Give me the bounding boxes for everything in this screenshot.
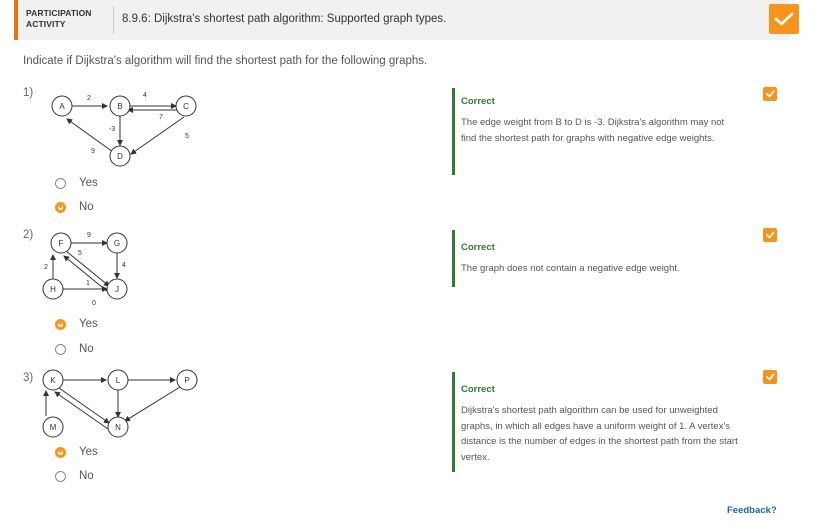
answer-option-label: Yes <box>79 446 98 458</box>
question-3-feedback: Correct Dijkstra's shortest path algorit… <box>452 372 740 472</box>
question-2-graph: F G H J 9 5 4 2 1 0 <box>42 232 128 307</box>
answer-option-no[interactable]: No <box>55 343 94 355</box>
chevron-right-icon <box>763 370 777 384</box>
graph-node: G <box>114 239 120 248</box>
graph-node: K <box>50 376 56 385</box>
radio-button[interactable] <box>55 177 66 189</box>
activity-type-line1: PARTICIPATION <box>26 8 92 18</box>
graph-node: L <box>116 376 121 385</box>
answer-option-yes[interactable]: Yes <box>55 177 98 189</box>
answer-option-yes[interactable]: Yes <box>55 318 98 330</box>
radio-button[interactable] <box>55 343 66 355</box>
edge-p-n <box>124 386 181 422</box>
graph-node: A <box>59 102 65 111</box>
header-divider <box>113 6 114 34</box>
edge-weight: 7 <box>159 114 163 121</box>
edge-weight: 5 <box>78 250 82 257</box>
checkmark-icon <box>769 4 799 34</box>
edge-weight: 4 <box>143 92 147 99</box>
edge-j-f <box>63 255 109 293</box>
feedback-text: The edge weight from B to D is -3. Dijks… <box>461 117 725 144</box>
answer-option-label: No <box>79 201 94 213</box>
graph-node: M <box>50 423 57 432</box>
edge-weight: 4 <box>122 262 126 269</box>
chevron-right-icon <box>763 87 777 101</box>
edge-weight: 5 <box>185 133 189 140</box>
edge-weight: 0 <box>92 300 96 307</box>
question-1-feedback: Correct The edge weight from B to D is -… <box>452 88 740 175</box>
edge-weight: 1 <box>86 280 90 287</box>
chevron-right-icon <box>763 228 777 242</box>
feedback-text: The graph does not contain a negative ed… <box>461 263 680 274</box>
edge-weight: 9 <box>87 232 91 239</box>
answer-option-no[interactable]: No <box>55 470 94 482</box>
answer-option-label: Yes <box>79 318 98 330</box>
graph-node: J <box>115 285 119 294</box>
edge-k-n <box>58 387 110 424</box>
question-number: 1) <box>23 87 34 99</box>
radio-button-selected[interactable] <box>55 446 66 458</box>
answer-option-yes[interactable]: Yes <box>55 446 98 458</box>
edge-weight: -3 <box>109 126 115 133</box>
feedback-label: Correct <box>461 96 495 107</box>
edge-n-k <box>54 391 109 430</box>
graph-node: C <box>183 102 189 111</box>
question-1-graph: A B C D 2 4 7 -3 9 5 <box>51 92 197 167</box>
answer-option-label: Yes <box>79 177 98 189</box>
feedback-label: Correct <box>461 242 495 253</box>
graph-node: P <box>184 376 189 385</box>
edge-weight: 2 <box>87 95 91 102</box>
feedback-label: Correct <box>461 384 495 395</box>
edge-c-d <box>130 116 185 155</box>
activity-title: 8.9.6: Dijkstra's shortest path algorith… <box>122 13 447 25</box>
answer-option-label: No <box>79 470 94 482</box>
graph-node: D <box>117 152 123 161</box>
answer-option-no[interactable]: No <box>55 201 94 213</box>
edge-weight: 2 <box>44 264 48 271</box>
activity-type-label: PARTICIPATION ACTIVITY <box>26 8 92 30</box>
graph-node: B <box>117 102 122 111</box>
radio-button-selected[interactable] <box>55 201 66 213</box>
radio-button[interactable] <box>55 470 66 482</box>
activity-type-line2: ACTIVITY <box>26 19 66 29</box>
graph-node: H <box>50 285 56 294</box>
edge-weight: 9 <box>91 148 95 155</box>
feedback-link[interactable]: Feedback? <box>727 505 777 516</box>
edge-d-a <box>66 118 114 153</box>
edge-f-j <box>65 250 110 287</box>
feedback-text: Dijkstra's shortest path algorithm can b… <box>461 405 738 463</box>
activity-header: PARTICIPATION ACTIVITY 8.9.6: Dijkstra's… <box>14 0 799 40</box>
answer-option-label: No <box>79 343 94 355</box>
question-3-graph: K L P M N <box>42 369 198 438</box>
question-number: 2) <box>23 229 34 241</box>
question-number: 3) <box>23 372 34 384</box>
graph-node: N <box>115 423 121 432</box>
question-2-feedback: Correct The graph does not contain a neg… <box>452 230 740 287</box>
radio-button-selected[interactable] <box>55 318 66 330</box>
graph-node: F <box>59 239 64 248</box>
instructions: Indicate if Dijkstra's algorithm will fi… <box>23 55 428 67</box>
